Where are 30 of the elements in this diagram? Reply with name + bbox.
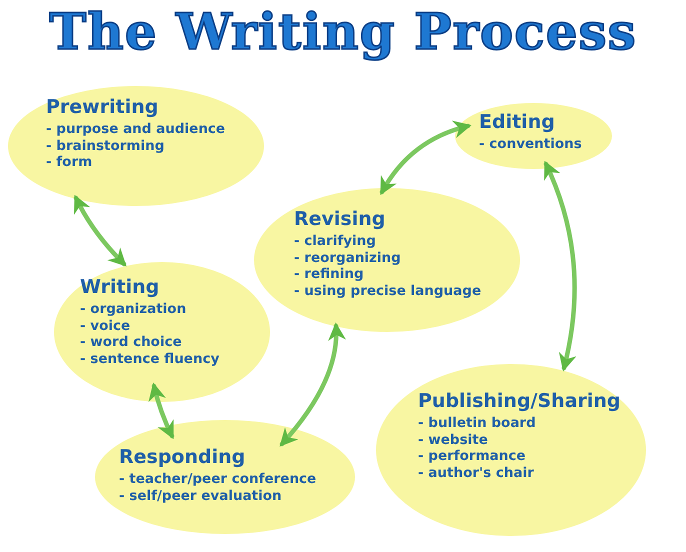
list-item: - sentence fluency bbox=[80, 350, 220, 368]
stage-heading: Writing bbox=[80, 276, 160, 298]
double-arrow bbox=[74, 194, 127, 267]
list-item: - teacher/peer conference bbox=[119, 471, 316, 488]
list-item: - form bbox=[46, 154, 92, 171]
list-item: - organization bbox=[80, 301, 186, 318]
stage-heading: Responding bbox=[119, 446, 246, 468]
list-item: - conventions bbox=[479, 136, 582, 153]
list-item: - refining bbox=[294, 266, 364, 283]
double-arrow bbox=[544, 160, 577, 372]
list-item: - bulletin board bbox=[418, 415, 536, 432]
double-arrow bbox=[380, 121, 472, 196]
double-arrow bbox=[280, 322, 346, 447]
list-item: - website bbox=[418, 432, 488, 448]
list-item: - word choice bbox=[80, 334, 182, 351]
list-item: - using precise language bbox=[294, 282, 482, 300]
list-item: - brainstorming bbox=[46, 138, 164, 154]
title: The Writing Process bbox=[48, 1, 638, 63]
stage-heading: Revising bbox=[294, 208, 386, 230]
list-item: - voice bbox=[80, 318, 130, 334]
list-item: - clarifying bbox=[294, 233, 376, 250]
list-item: - self/peer evaluation bbox=[119, 488, 282, 504]
list-item: - performance bbox=[418, 448, 526, 465]
list-item: - author's chair bbox=[418, 464, 534, 482]
stage-heading: Publishing/Sharing bbox=[418, 390, 621, 412]
stage-heading: Editing bbox=[479, 111, 555, 133]
double-arrow bbox=[148, 382, 174, 440]
list-item: - reorganizing bbox=[294, 250, 401, 266]
stage-heading: Prewriting bbox=[46, 96, 158, 118]
list-item: - purpose and audience bbox=[46, 121, 226, 138]
